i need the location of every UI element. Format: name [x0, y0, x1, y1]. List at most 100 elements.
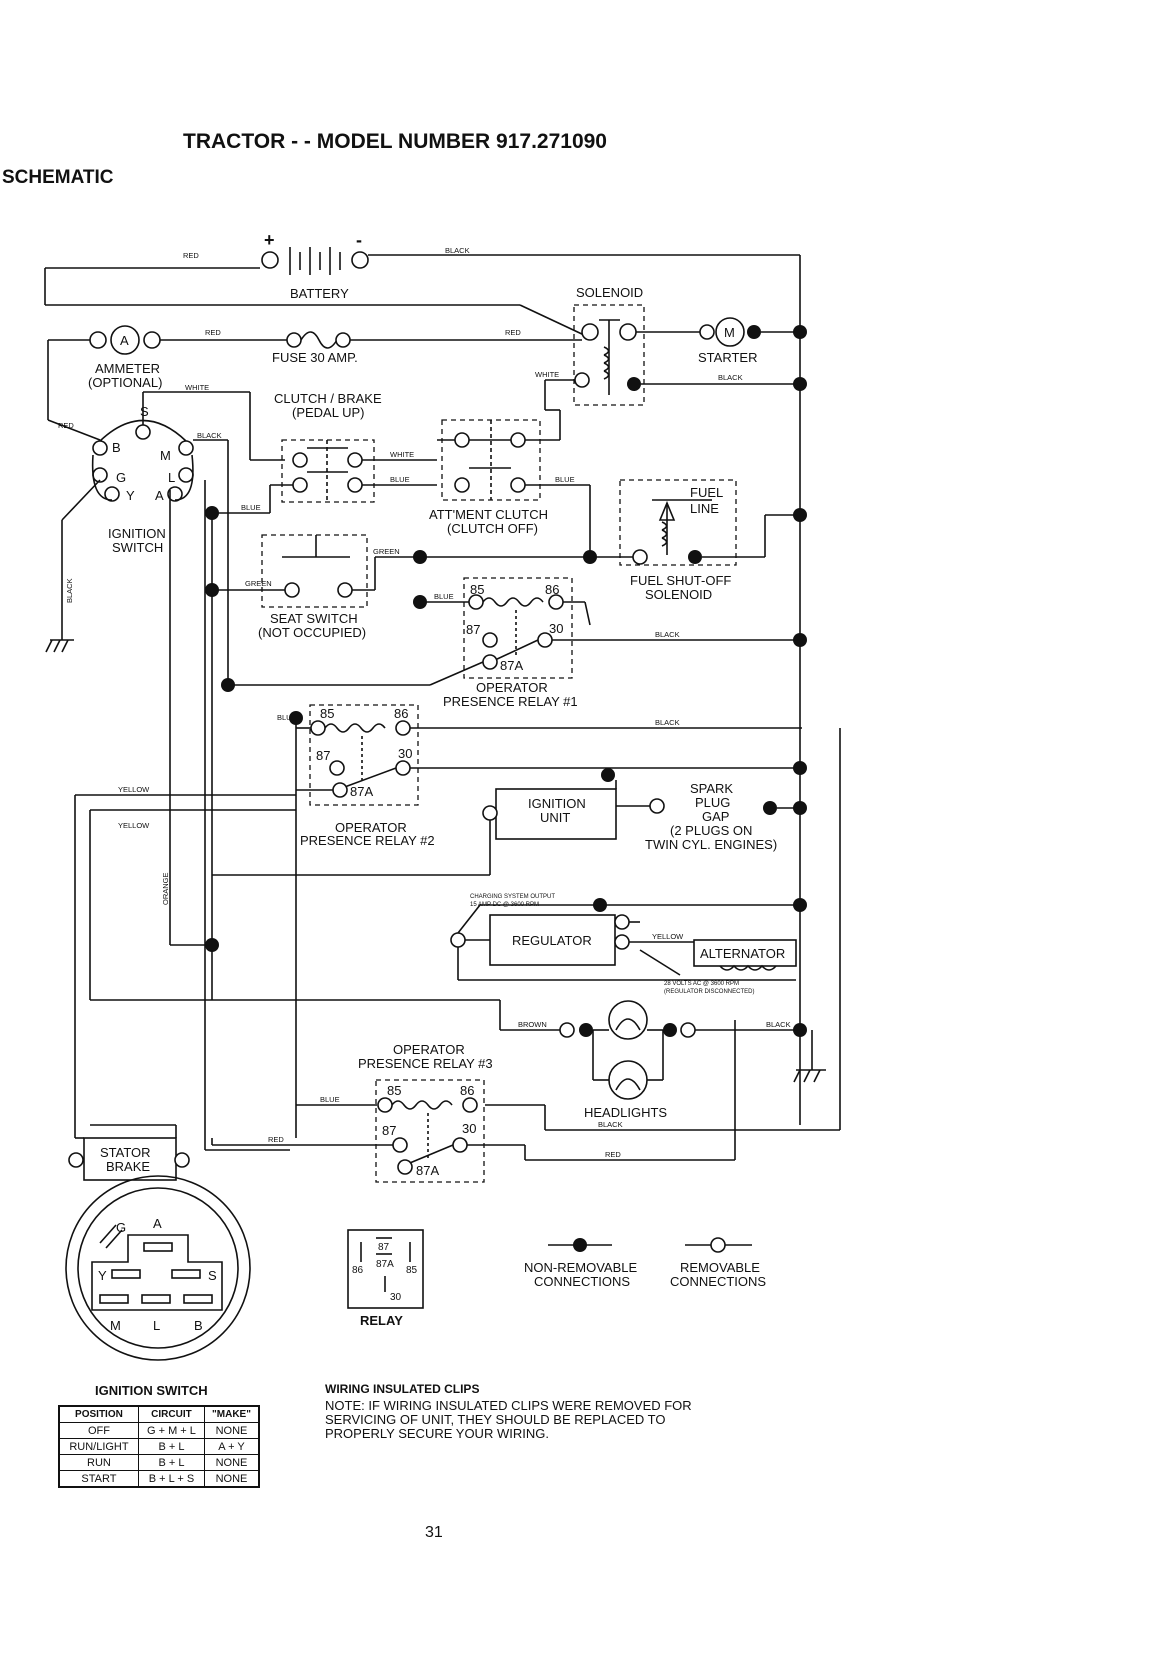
removable-connection-symbol	[685, 1237, 752, 1253]
ignition-switch-face: G A Y S M L B	[65, 1175, 251, 1361]
battery: + -	[44, 230, 801, 1125]
relay2-sublabel: PRESENCE RELAY #2	[300, 833, 435, 848]
fuse-label: FUSE 30 AMP.	[272, 350, 358, 365]
relay3-pin-30: 30	[462, 1121, 476, 1136]
switch-terminal-g: G	[116, 470, 126, 485]
face-terminal-g: G	[116, 1220, 126, 1235]
alternator	[693, 939, 797, 971]
wire-label-red-battery: RED	[183, 251, 199, 260]
clutch-brake-sublabel: (PEDAL UP)	[292, 405, 364, 420]
relay-legend-label: RELAY	[360, 1313, 403, 1328]
stator-brake-label: STATOR	[100, 1145, 151, 1160]
ammeter: A	[89, 325, 161, 355]
fuel-shutoff-solenoid	[619, 479, 737, 566]
legend-pin-87: 87	[378, 1242, 390, 1253]
table-header-row: POSITION CIRCUIT "MAKE"	[58, 1405, 260, 1423]
wire-label-black-relay1: BLACK	[655, 630, 680, 639]
relay-legend-symbol: 87 87A 86 85 30	[347, 1229, 424, 1309]
attachment-clutch-sublabel: (CLUTCH OFF)	[447, 521, 538, 536]
non-removable-sublabel: CONNECTIONS	[534, 1274, 630, 1289]
legend-pin-86: 86	[352, 1265, 364, 1276]
ignition-switch-sublabel: SWITCH	[112, 540, 163, 555]
wire-label-orange: ORANGE	[161, 872, 170, 905]
removable-sublabel: CONNECTIONS	[670, 1274, 766, 1289]
ignition-unit-label: IGNITION	[528, 796, 586, 811]
fuel-line-label-2: LINE	[690, 501, 719, 516]
removable-label: REMOVABLE	[680, 1260, 760, 1275]
face-terminal-m: M	[110, 1318, 121, 1333]
clips-note-line-3: PROPERLY SECURE YOUR WIRING.	[325, 1426, 549, 1441]
spark-plug-label-5: TWIN CYL. ENGINES)	[645, 837, 777, 852]
bus-junctions	[205, 325, 807, 1037]
table-cell: NONE	[204, 1470, 260, 1488]
table-cell: RUN/LIGHT	[58, 1438, 139, 1455]
wire-label-black-headlights: BLACK	[766, 1020, 791, 1029]
wire-label-white-clutch: WHITE	[390, 450, 414, 459]
relay1-pin-87a: 87A	[500, 658, 523, 673]
table-cell: B + L	[137, 1454, 206, 1471]
ignition-switch: S B M G L Y A	[91, 404, 194, 503]
wire-label-red-headlights: RED	[605, 1150, 621, 1159]
relay2-label: OPERATOR	[335, 820, 407, 835]
legend-pin-30: 30	[390, 1292, 402, 1303]
wire-label-yellow-2: YELLOW	[118, 821, 150, 830]
relay2-pin-87: 87	[316, 748, 330, 763]
fuel-line-label: FUEL	[690, 485, 723, 500]
face-terminal-s: S	[208, 1268, 217, 1283]
wire-label-red-switch: RED	[58, 421, 74, 430]
ignition-switch-label: IGNITION	[108, 526, 166, 541]
table-row: START B + L + S NONE	[58, 1470, 260, 1488]
seat-switch-sublabel: (NOT OCCUPIED)	[258, 625, 366, 640]
wire-label-blue-ab: BLUE	[241, 503, 261, 512]
table-row: OFF G + M + L NONE	[58, 1422, 260, 1439]
face-terminal-l: L	[153, 1318, 160, 1333]
fuel-shutoff-sublabel: SOLENOID	[645, 587, 712, 602]
attachment-clutch-label: ATT'MENT CLUTCH	[429, 507, 548, 522]
relay2-pin-87a: 87A	[350, 784, 373, 799]
wire-label-black-battery: BLACK	[445, 246, 470, 255]
solenoid-label: SOLENOID	[576, 285, 643, 300]
table-cell: B + L	[137, 1438, 206, 1455]
switch-terminal-y: Y	[126, 488, 135, 503]
face-terminal-b: B	[194, 1318, 203, 1333]
non-removable-label: NON-REMOVABLE	[524, 1260, 637, 1275]
battery-label: BATTERY	[290, 286, 349, 301]
relay1-pin-86: 86	[545, 582, 559, 597]
spark-plug-label-3: GAP	[702, 809, 729, 824]
spark-plug-label-4: (2 PLUGS ON	[670, 823, 752, 838]
relay3-pin-86: 86	[460, 1083, 474, 1098]
relay3-sublabel: PRESENCE RELAY #3	[358, 1056, 493, 1071]
relay2-pin-85: 85	[320, 706, 334, 721]
regulator-label: REGULATOR	[512, 933, 592, 948]
wire-label-green-seat: GREEN	[245, 579, 272, 588]
alternator-note-2: (REGULATOR DISCONNECTED)	[664, 989, 754, 995]
wire-label-black-relay3: BLACK	[598, 1120, 623, 1129]
solenoid	[573, 304, 645, 406]
relay1-pin-85: 85	[470, 582, 484, 597]
wire-label-yellow-alt: YELLOW	[652, 932, 684, 941]
wire-label-black-starter: BLACK	[718, 373, 743, 382]
spark-plug-label-1: SPARK	[690, 781, 733, 796]
headlights-label: HEADLIGHTS	[584, 1105, 667, 1120]
starter-symbol: M	[724, 325, 735, 340]
table-cell: START	[58, 1470, 139, 1488]
ignition-unit	[482, 788, 665, 840]
wire-label-black-ground: BLACK	[65, 578, 74, 603]
wire-label-red-ammeter: RED	[205, 328, 221, 337]
ignition-unit-sublabel: UNIT	[540, 810, 570, 825]
operator-presence-relay-1: 85 86 87 30 87A	[463, 577, 573, 679]
face-terminal-a: A	[153, 1216, 162, 1231]
alternator-label: ALTERNATOR	[700, 946, 785, 961]
wire-label-yellow-1: YELLOW	[118, 785, 150, 794]
table-cell: RUN	[58, 1454, 139, 1471]
clutch-brake-label: CLUTCH / BRAKE	[274, 391, 382, 406]
ammeter-optional-label: (OPTIONAL)	[88, 375, 162, 390]
headlights	[559, 1000, 696, 1100]
face-terminal-y: Y	[98, 1268, 107, 1283]
wire-label-red-fuse: RED	[505, 328, 521, 337]
battery-negative-sign: -	[356, 230, 362, 250]
relay1-pin-87: 87	[466, 622, 480, 637]
wire-label-blue-relay3: BLUE	[320, 1095, 340, 1104]
clips-note-title: WIRING INSULATED CLIPS	[325, 1382, 479, 1396]
